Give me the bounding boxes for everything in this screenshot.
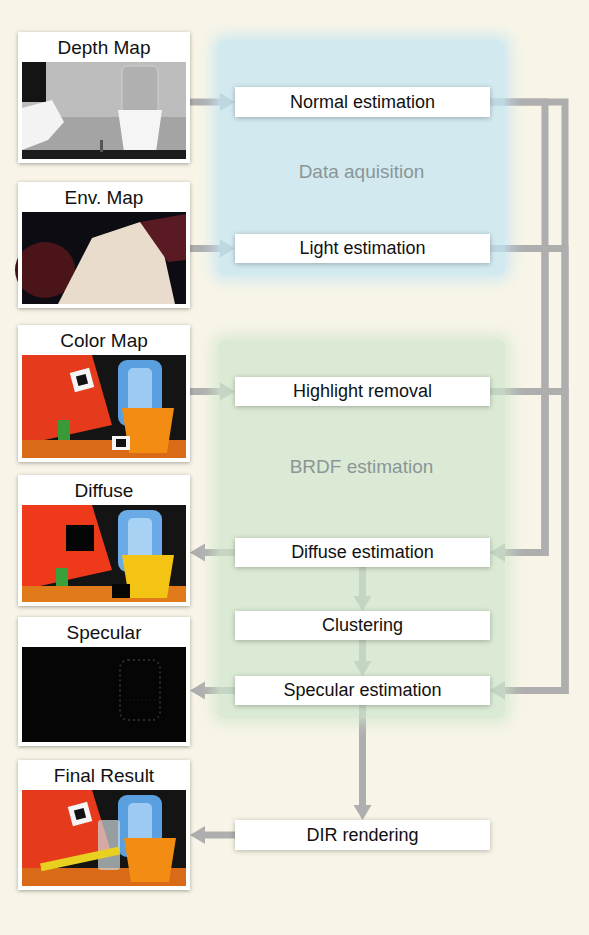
panel-title: Diffuse bbox=[22, 479, 186, 505]
image-shape bbox=[58, 420, 70, 440]
stage-band: Data aquisition Normal estimationLight es… bbox=[218, 40, 505, 275]
process-box: Light estimation bbox=[235, 234, 490, 263]
box-label: Clustering bbox=[322, 615, 403, 636]
image-shape bbox=[124, 838, 176, 882]
depth-image bbox=[22, 62, 186, 159]
process-box: Diffuse estimation bbox=[235, 538, 490, 567]
image-shape bbox=[22, 355, 186, 458]
flow-arrow bbox=[190, 99, 220, 106]
panel-title: Color Map bbox=[22, 329, 186, 355]
image-shape bbox=[22, 647, 186, 742]
process-box: Clustering bbox=[235, 611, 490, 640]
image-shape bbox=[76, 374, 88, 386]
image-shape bbox=[40, 847, 120, 871]
image-shape bbox=[70, 368, 94, 392]
box-label: Highlight removal bbox=[293, 381, 432, 402]
image-shape bbox=[22, 790, 186, 886]
image-shape bbox=[126, 700, 160, 701]
panel-title: Depth Map bbox=[22, 36, 186, 62]
image-panel: Depth Map bbox=[18, 32, 190, 163]
panel-title: Final Result bbox=[22, 764, 186, 790]
band-label: BRDF estimation bbox=[218, 456, 505, 478]
image-shape bbox=[22, 505, 186, 602]
box-label: Normal estimation bbox=[290, 92, 435, 113]
box-label: DIR rendering bbox=[306, 825, 418, 846]
image-shape bbox=[22, 505, 112, 590]
process-box: Specular estimation bbox=[235, 676, 490, 705]
specular-image bbox=[22, 647, 186, 742]
process-box: Normal estimation bbox=[235, 87, 490, 117]
image-shape bbox=[120, 660, 160, 720]
final-image bbox=[22, 790, 186, 886]
panel-title: Specular bbox=[22, 621, 186, 647]
color-image bbox=[22, 355, 186, 458]
image-shape bbox=[22, 100, 64, 150]
image-panel: Final Result bbox=[18, 760, 190, 890]
image-shape bbox=[140, 214, 186, 262]
image-panel: Color Map bbox=[18, 325, 190, 462]
image-shape bbox=[98, 820, 120, 870]
image-panel: Specular bbox=[18, 617, 190, 746]
flow-arrow bbox=[190, 388, 220, 395]
stage-band: BRDF estimation Highlight removalDiffuse … bbox=[218, 340, 505, 718]
box-label: Light estimation bbox=[299, 238, 425, 259]
image-shape bbox=[22, 355, 112, 445]
image-panel: Diffuse bbox=[18, 475, 190, 606]
image-shape bbox=[118, 110, 162, 152]
image-shape bbox=[56, 568, 68, 586]
image-shape bbox=[66, 525, 94, 551]
image-shape bbox=[68, 802, 92, 826]
process-box: DIR rendering bbox=[235, 820, 490, 850]
diffuse-image bbox=[22, 505, 186, 602]
image-shape bbox=[100, 140, 103, 152]
image-shape bbox=[112, 584, 130, 598]
flow-arrow bbox=[190, 245, 220, 252]
image-panel: Env. Map bbox=[18, 182, 190, 308]
flow-arrow bbox=[359, 705, 366, 805]
image-shape bbox=[22, 62, 46, 102]
image-shape bbox=[116, 439, 126, 447]
process-box: Highlight removal bbox=[235, 377, 490, 406]
image-shape bbox=[74, 808, 86, 820]
box-label: Specular estimation bbox=[283, 680, 441, 701]
image-shape bbox=[22, 62, 186, 159]
box-label: Diffuse estimation bbox=[291, 542, 434, 563]
env-image bbox=[15, 212, 186, 304]
panel-title: Env. Map bbox=[22, 186, 186, 212]
flow-arrow bbox=[205, 832, 235, 839]
image-shape bbox=[112, 436, 130, 450]
band-label: Data aquisition bbox=[218, 161, 505, 183]
image-shape bbox=[22, 150, 186, 159]
